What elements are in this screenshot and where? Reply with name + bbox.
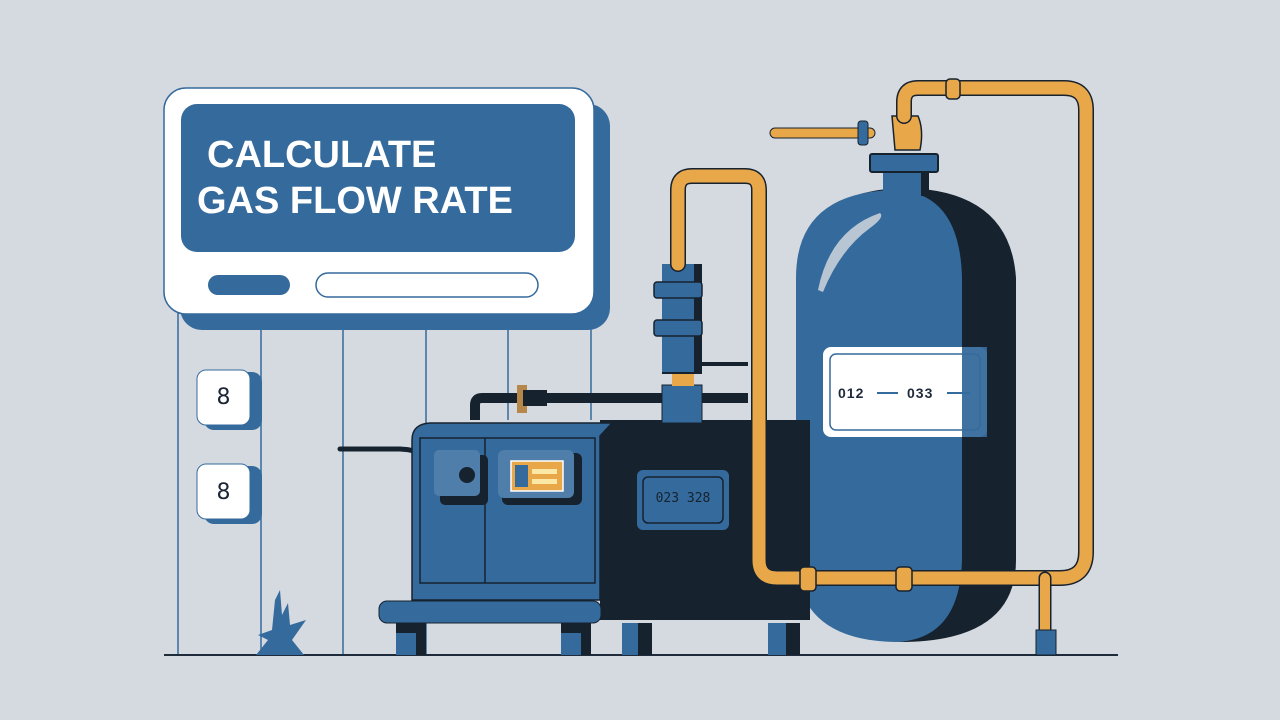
card-title-line2: GAS FLOW RATE: [197, 180, 513, 222]
badge-1: [196, 369, 262, 430]
badge-value: 8: [216, 480, 231, 505]
gold-pipes: [670, 80, 1094, 637]
pipe-clamp: [517, 385, 527, 413]
title-card: [163, 87, 610, 330]
tank-label-right: 033: [907, 385, 934, 401]
card-title-line1: CALCULATE: [207, 134, 437, 176]
dark-pipe: [470, 393, 748, 420]
gas-meter-icon: [378, 420, 810, 655]
meter-display: 023 328: [655, 491, 711, 506]
tank-label-left: 012: [838, 385, 865, 401]
grass-icon: [256, 590, 306, 655]
valve-assembly: [653, 264, 748, 424]
badge-value: 8: [216, 385, 231, 410]
badge-2: [196, 463, 262, 524]
tank-label: [823, 347, 987, 437]
pill-input[interactable]: [315, 272, 539, 298]
pill-filled[interactable]: [208, 275, 290, 295]
